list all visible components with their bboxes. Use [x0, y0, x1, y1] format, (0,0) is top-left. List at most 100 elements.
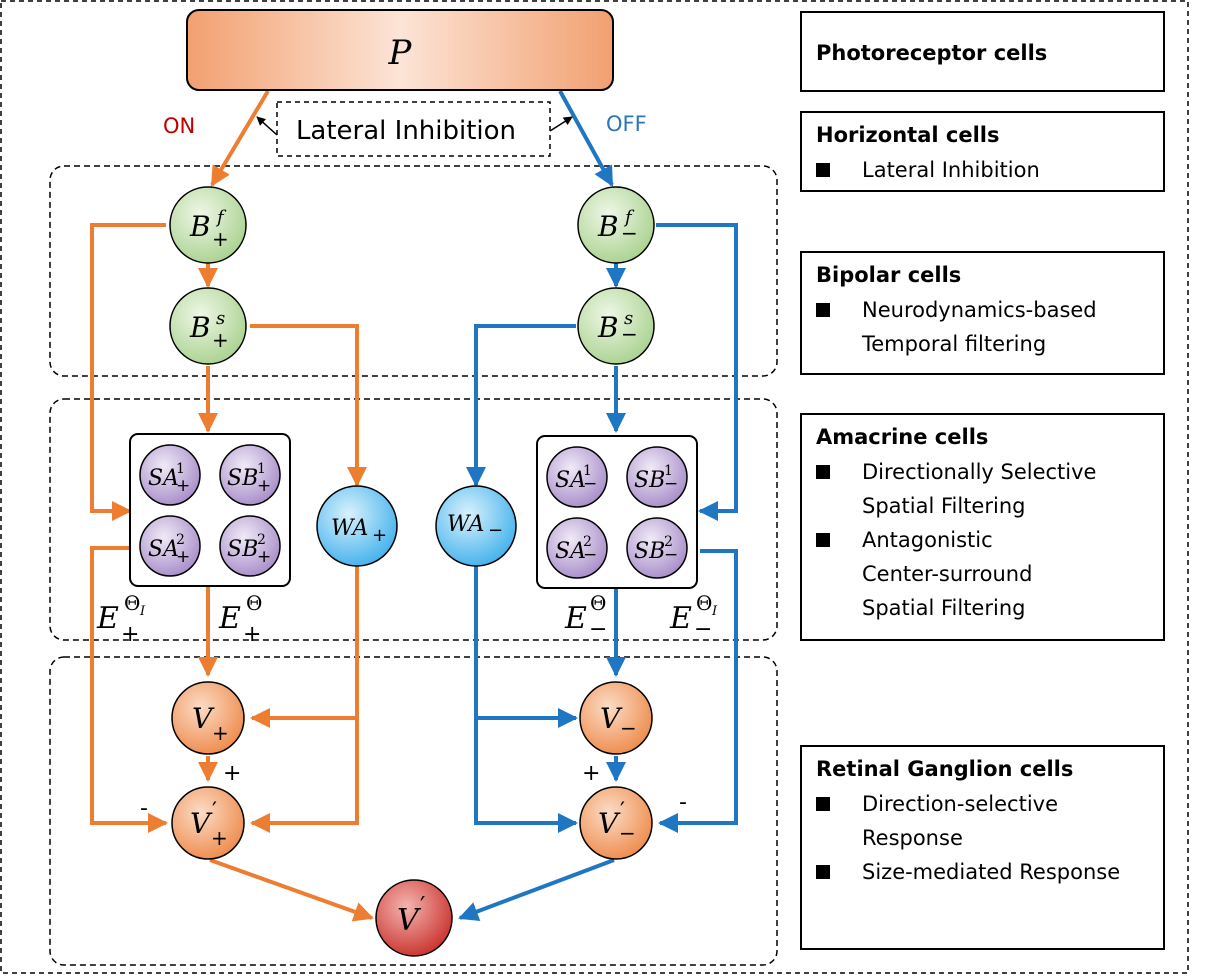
- svg-text:1: 1: [257, 461, 266, 477]
- panel-ganglion: Retinal Ganglion cells Direction-selecti…: [800, 745, 1165, 950]
- svg-text:2: 2: [583, 534, 592, 550]
- sb2-off-node: SB 2 −: [626, 517, 688, 579]
- v-prime-output-node: V ′: [375, 879, 453, 957]
- sa1-off-node: SA 1 −: [546, 446, 608, 508]
- amacrine-section: [49, 398, 778, 641]
- bipolar-fast-on-node: B f +: [169, 186, 247, 264]
- svg-text:SA: SA: [555, 539, 586, 564]
- svg-text:SB: SB: [227, 537, 258, 562]
- wide-amacrine-on-node: WA +: [316, 485, 398, 567]
- svg-text:WA: WA: [447, 512, 484, 537]
- svg-text:SA: SA: [148, 466, 179, 491]
- svg-text:V: V: [192, 702, 215, 735]
- bullet-square-icon: [816, 163, 830, 177]
- svg-text:+: +: [243, 622, 261, 647]
- svg-text:+: +: [257, 547, 271, 567]
- panel-photoreceptor-title: Photoreceptor cells: [816, 41, 1048, 65]
- svg-text:+: +: [121, 622, 139, 647]
- sa2-on-node: SA 2 +: [139, 515, 201, 577]
- off-pathway: [458, 90, 738, 922]
- sa1-on-node: SA 1 +: [139, 444, 201, 506]
- lateral-inhibition-box: [276, 101, 551, 157]
- svg-text:+: +: [212, 721, 229, 745]
- minus-sign-on: -: [140, 796, 148, 821]
- bipolar-slow-off-node: B s −: [577, 287, 655, 365]
- svg-text:B: B: [597, 311, 619, 344]
- svg-text:′: ′: [620, 799, 625, 824]
- svg-text:WA: WA: [331, 516, 368, 541]
- bullet-square-icon: [816, 303, 830, 317]
- svg-text:B: B: [189, 210, 211, 243]
- svg-text:s: s: [216, 308, 225, 329]
- svg-text:SA: SA: [555, 468, 586, 493]
- svg-text:−: −: [619, 821, 636, 845]
- svg-text:SB: SB: [634, 539, 665, 564]
- off-label: OFF: [606, 112, 647, 136]
- svg-text:−: −: [620, 716, 637, 740]
- svg-text:−: −: [621, 322, 638, 346]
- svg-text:+: +: [257, 476, 271, 496]
- svg-text:E: E: [564, 601, 587, 636]
- ganglion-section: [49, 656, 778, 966]
- svg-text:s: s: [624, 308, 633, 329]
- panel-amacrine-item-1: Directionally Selective Spatial Filterin…: [816, 455, 1149, 523]
- svg-text:′: ′: [212, 799, 217, 824]
- svg-text:E: E: [96, 601, 119, 636]
- panel-bipolar-title: Bipolar cells: [816, 263, 962, 287]
- svg-text:−: −: [664, 474, 678, 494]
- bullet-square-icon: [816, 865, 830, 879]
- photoreceptor-box: [186, 9, 614, 91]
- panel-photoreceptor: Photoreceptor cells: [800, 11, 1165, 92]
- svg-text:1: 1: [583, 463, 592, 479]
- svg-text:−: −: [589, 617, 607, 642]
- svg-text:V: V: [598, 807, 621, 840]
- panel-amacrine: Amacrine cells Directionally Selective S…: [800, 413, 1165, 641]
- v-on-node: V +: [171, 681, 245, 755]
- svg-text:+: +: [212, 227, 229, 251]
- e-theta-off-label: E Θ −: [564, 591, 607, 642]
- svg-text:SB: SB: [634, 468, 665, 493]
- e-theta-on-label: E Θ +: [218, 591, 262, 647]
- svg-text:2: 2: [664, 534, 673, 550]
- panel-amacrine-title: Amacrine cells: [816, 425, 989, 449]
- svg-text:V: V: [190, 807, 213, 840]
- photoreceptor-label: P: [388, 33, 413, 73]
- svg-text:I: I: [139, 604, 146, 619]
- svg-text:+: +: [176, 476, 190, 496]
- svg-text:Θ: Θ: [590, 591, 606, 615]
- svg-text:SB: SB: [227, 466, 258, 491]
- v-off-node: V −: [579, 681, 653, 755]
- e-theta-i-on-label: E Θ I +: [96, 591, 146, 647]
- svg-text:V: V: [397, 903, 422, 938]
- svg-text:B: B: [597, 210, 619, 243]
- panel-bipolar: Bipolar cells Neurodynamics-based Tempor…: [800, 251, 1165, 375]
- bullet-square-icon: [816, 465, 830, 479]
- svg-text:−: −: [488, 520, 503, 541]
- sa2-off-node: SA 2 −: [546, 517, 608, 579]
- svg-text:+: +: [176, 547, 190, 567]
- svg-text:B: B: [189, 311, 211, 344]
- sb1-off-node: SB 1 −: [626, 446, 688, 508]
- svg-text:Θ: Θ: [696, 591, 712, 615]
- svg-text:1: 1: [664, 463, 673, 479]
- plus-sign-on: +: [223, 761, 241, 786]
- svg-text:V: V: [600, 702, 623, 735]
- panel-amacrine-item-2: Antagonistic Center-surround Spatial Fil…: [816, 523, 1149, 625]
- panel-ganglion-title: Retinal Ganglion cells: [816, 757, 1074, 781]
- svg-text:+: +: [372, 525, 387, 546]
- panel-bipolar-item: Neurodynamics-based Temporal filtering: [816, 293, 1149, 361]
- sb1-on-node: SB 1 +: [219, 444, 281, 506]
- on-label: ON: [163, 114, 195, 138]
- svg-text:−: −: [621, 221, 638, 245]
- bipolar-section: [49, 165, 778, 377]
- panel-ganglion-item-2: Size-mediated Response: [816, 855, 1149, 889]
- sb2-on-node: SB 2 +: [219, 515, 281, 577]
- bullet-square-icon: [816, 533, 830, 547]
- svg-text:+: +: [211, 826, 228, 850]
- on-pathway: [90, 89, 374, 922]
- panel-ganglion-item-1: Direction-selective Response: [816, 787, 1149, 855]
- svg-text:2: 2: [176, 532, 185, 548]
- e-theta-i-off-label: E Θ I −: [669, 591, 718, 642]
- svg-text:′: ′: [420, 892, 425, 920]
